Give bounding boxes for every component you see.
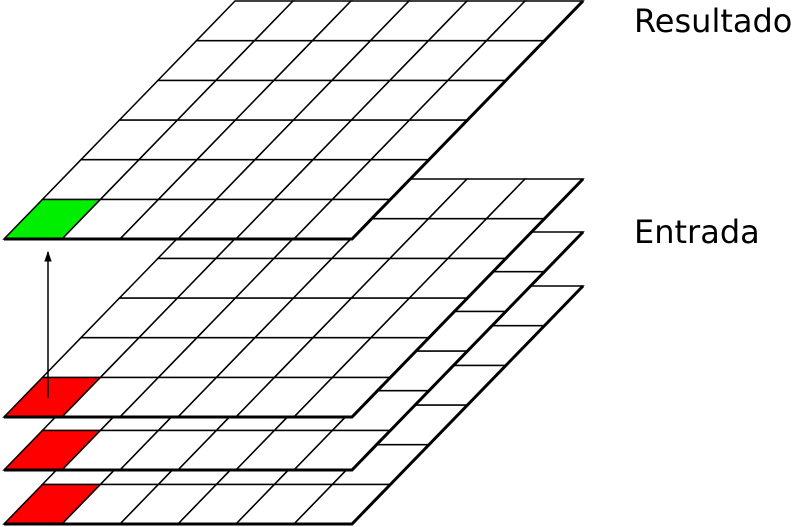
input-layers [2, 177, 585, 526]
input-label: Entrada [634, 213, 760, 251]
output-label: Resultado [634, 2, 792, 40]
layer-edge [4, 230, 585, 472]
output-grid [2, 0, 585, 241]
layer-edge [4, 177, 585, 419]
layer-edge [4, 0, 585, 241]
output-layer [2, 0, 585, 241]
layer-edge [4, 284, 585, 526]
